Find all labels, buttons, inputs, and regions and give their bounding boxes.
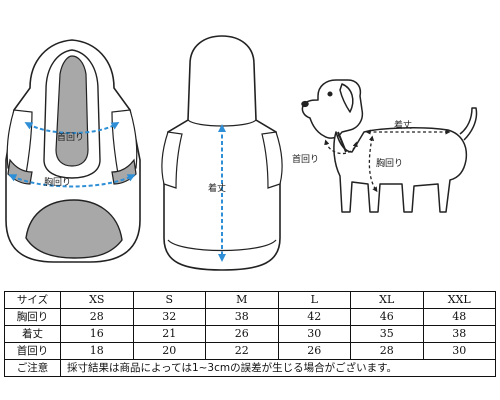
table-cell: 22: [205, 342, 279, 360]
table-cell: 38: [422, 325, 496, 343]
note-label: ご注意: [4, 359, 61, 377]
size-label: XS: [60, 291, 134, 309]
table-cell: 26: [277, 342, 351, 360]
table-row: 着丈 16 21 26 30 35 38: [4, 325, 496, 343]
row-label: 首回り: [4, 342, 61, 360]
size-label: S: [132, 291, 206, 309]
table-cell: 48: [422, 308, 496, 326]
dog-chest-arrow: 胸回り: [368, 135, 403, 193]
table-cell: 20: [132, 342, 206, 360]
dog-ear: [339, 83, 354, 113]
back-length-arrow: 着丈: [208, 124, 226, 262]
dog-chest-label: 胸回り: [376, 157, 403, 169]
dog-length-arrow: 着丈: [365, 119, 451, 135]
dog-body: [333, 127, 468, 213]
row-label: 胸回り: [4, 308, 61, 326]
dog-length-label: 着丈: [394, 119, 412, 131]
dog-nose: [301, 100, 309, 108]
note-row: ご注意 採寸結果は商品によっては1~3cmの誤差が生じる場合がございます。: [4, 359, 496, 377]
dog-tail: [459, 107, 478, 141]
back-right-sleeve: [261, 131, 283, 189]
size-header-label: サイズ: [4, 291, 61, 309]
dog-eye: [327, 91, 333, 97]
front-hem-opening: [25, 199, 123, 259]
front-chest-arrow: 胸回り: [8, 174, 136, 188]
front-chest-label: 胸回り: [44, 176, 71, 188]
dog-neck-label: 首回り: [292, 153, 319, 165]
table-cell: 28: [60, 308, 134, 326]
row-label: 着丈: [4, 325, 61, 343]
size-label: L: [277, 291, 351, 309]
front-neck-arrow: 首回り: [24, 121, 120, 143]
back-left-sleeve: [161, 131, 183, 189]
table-cell: 21: [132, 325, 206, 343]
size-header-row: サイズ XS S M L XL XXL: [4, 291, 496, 309]
front-hood-lining: [55, 55, 89, 167]
table-cell: 38: [205, 308, 279, 326]
size-label: XL: [350, 291, 424, 309]
size-label: M: [205, 291, 279, 309]
table-cell: 42: [277, 308, 351, 326]
dog-illustration: 着丈 首回り 胸回り: [292, 79, 478, 213]
table-cell: 26: [205, 325, 279, 343]
note-text: 採寸結果は商品によっては1~3cmの誤差が生じる場合がございます。: [60, 359, 496, 377]
dog-neck-arrow: 首回り: [292, 139, 358, 165]
table-cell: 46: [350, 308, 424, 326]
table-cell: 30: [422, 342, 496, 360]
size-diagram: 首回り 胸回り 着丈 着丈 首回り: [5, 35, 478, 271]
front-hoodie: 首回り 胸回り: [5, 39, 141, 263]
table-cell: 32: [132, 308, 206, 326]
dog-head: [301, 79, 364, 139]
table-cell: 16: [60, 325, 134, 343]
size-label: XXL: [422, 291, 496, 309]
back-hoodie: 着丈: [161, 35, 283, 271]
size-table: サイズ XS S M L XL XXL 胸回り 28 32 38 42 46 4…: [4, 291, 496, 377]
back-length-label: 着丈: [208, 182, 226, 194]
table-cell: 35: [350, 325, 424, 343]
table-row: 首回り 18 20 22 26 28 30: [4, 342, 496, 360]
table-row: 胸回り 28 32 38 42 46 48: [4, 308, 496, 326]
table-cell: 18: [60, 342, 134, 360]
table-cell: 30: [277, 325, 351, 343]
table-cell: 28: [350, 342, 424, 360]
front-neck-label: 首回り: [57, 131, 84, 143]
